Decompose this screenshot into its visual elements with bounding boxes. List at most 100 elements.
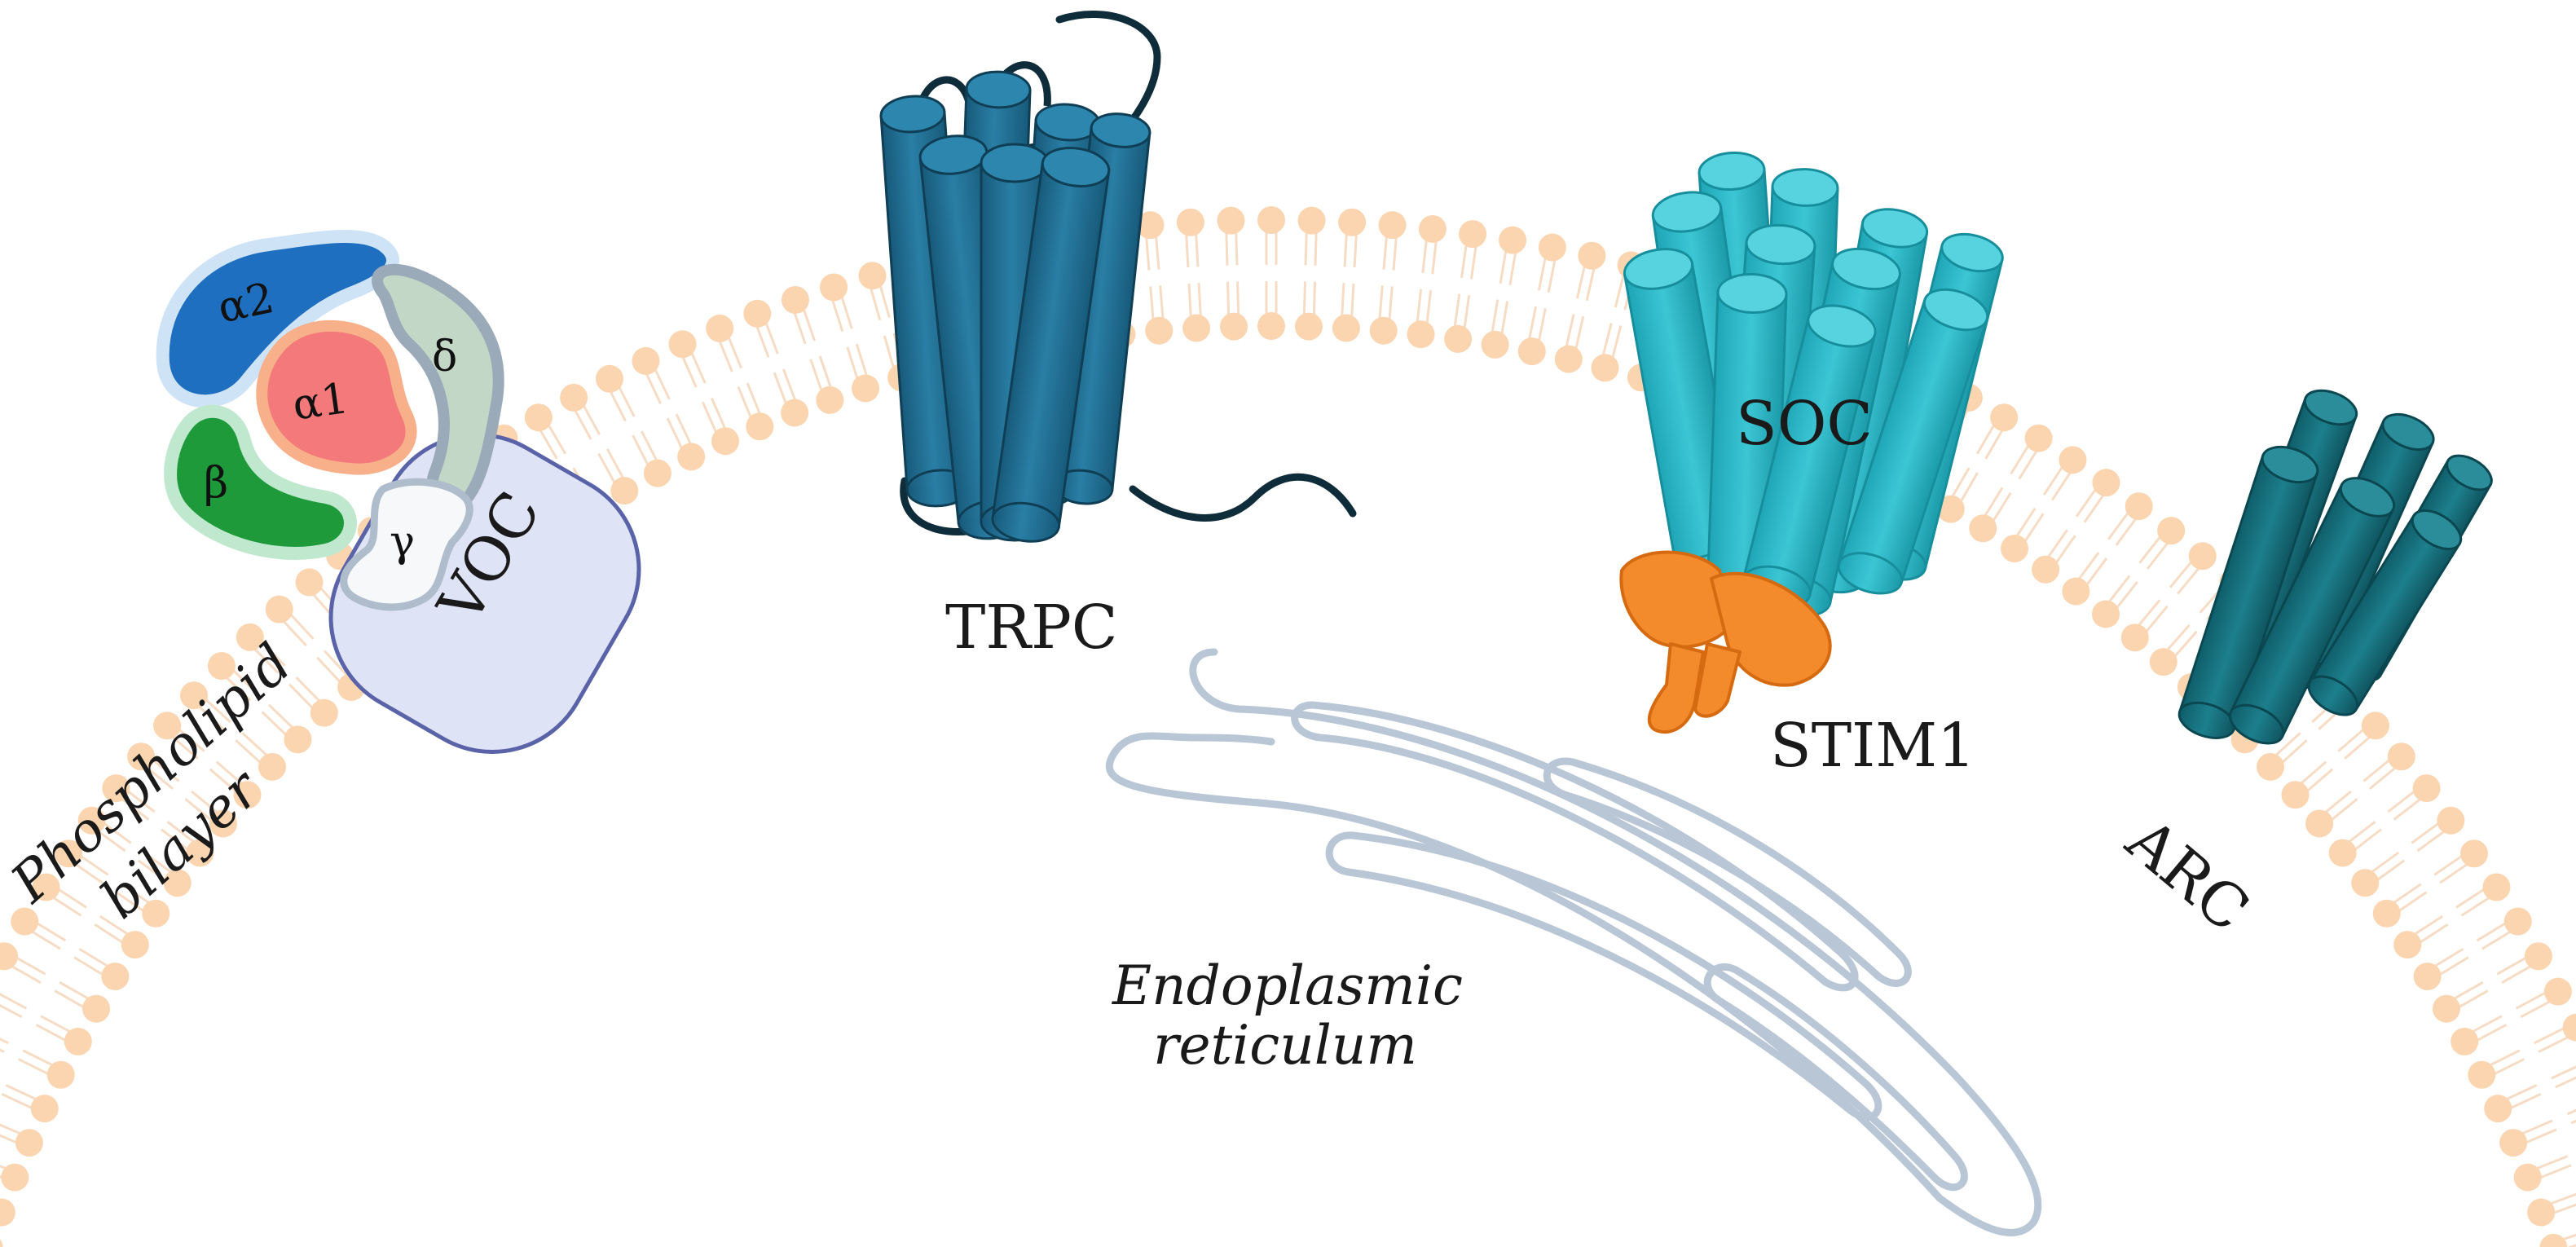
lipid-head bbox=[524, 403, 553, 432]
er-label-line2: reticulum bbox=[1153, 1014, 1417, 1077]
lipid-head bbox=[1517, 337, 1546, 366]
lipid-head bbox=[1499, 226, 1527, 254]
soc-helix bbox=[1837, 288, 1989, 595]
stim1-arm bbox=[1693, 642, 1742, 718]
lipid-head bbox=[2257, 752, 2285, 781]
lipid-head bbox=[163, 869, 192, 897]
lipid-head bbox=[1538, 233, 1566, 262]
soc-helices bbox=[1623, 151, 2004, 618]
lipid-head bbox=[1182, 314, 1211, 342]
lipid-head bbox=[0, 1239, 3, 1247]
alpha2-label: α2 bbox=[214, 274, 278, 333]
lipid-head bbox=[2024, 424, 2053, 452]
lipid-head bbox=[1418, 214, 1447, 243]
lipid-head bbox=[2543, 977, 2572, 1006]
lipid-head bbox=[30, 1095, 59, 1123]
lipid-head bbox=[1, 1163, 29, 1192]
lipid-head bbox=[820, 273, 848, 302]
lipid-head bbox=[2361, 712, 2389, 740]
beta-subunit bbox=[164, 404, 357, 560]
lipid-head bbox=[207, 652, 236, 681]
lipid-tail bbox=[2551, 1065, 2576, 1080]
lipid-head bbox=[1297, 206, 1326, 235]
lipid-head bbox=[2062, 577, 2090, 606]
lipid-head bbox=[2125, 492, 2153, 521]
lipid-tail bbox=[2566, 1108, 2576, 1116]
lipid-head bbox=[2412, 774, 2441, 803]
er-cisterna-1 bbox=[1291, 701, 1859, 992]
lipid-head bbox=[2437, 806, 2465, 835]
lipid-head bbox=[121, 931, 149, 959]
stim1-left-lobe bbox=[1619, 550, 1737, 649]
lipid-head bbox=[1969, 514, 1997, 543]
lipid-head bbox=[82, 994, 111, 1023]
arc-helix bbox=[2228, 477, 2396, 745]
lipid-head bbox=[781, 399, 809, 427]
lipid-head bbox=[668, 330, 697, 359]
lipid-head bbox=[0, 1198, 15, 1227]
lipid-head bbox=[1217, 206, 1245, 235]
er-cisterna-2 bbox=[1543, 757, 1912, 987]
er-cisterna-outer bbox=[1105, 648, 2042, 1236]
soc-channel: SOC STIM1 bbox=[1619, 151, 2004, 781]
lipid-head bbox=[0, 942, 19, 971]
lipid-head bbox=[258, 752, 286, 781]
lipid-head bbox=[1990, 403, 2019, 432]
gamma-label: γ bbox=[390, 518, 415, 566]
lipid-head bbox=[1369, 316, 1398, 345]
lipid-head bbox=[816, 386, 844, 414]
lipid-head bbox=[2120, 624, 2149, 652]
lipid-head bbox=[2091, 600, 2120, 628]
lipid-head bbox=[1220, 312, 1248, 341]
arc-helix bbox=[2307, 509, 2463, 716]
lipid-head bbox=[1176, 208, 1204, 236]
er-cisterna-4 bbox=[1703, 963, 1968, 1192]
er-label-line1: Endoplasmic bbox=[1112, 954, 1463, 1017]
lipid-head bbox=[1136, 211, 1165, 240]
lipid-head bbox=[1338, 208, 1367, 236]
lipid-head bbox=[743, 299, 772, 328]
lipid-head bbox=[2393, 931, 2422, 959]
stim1-right-lobe bbox=[1710, 571, 1832, 687]
lipid-head bbox=[2482, 873, 2511, 901]
lipid-head bbox=[142, 899, 170, 928]
lipid-head bbox=[310, 698, 338, 727]
lipid-head bbox=[233, 781, 262, 809]
lipid-tail bbox=[0, 993, 28, 1010]
lipid-head bbox=[2524, 942, 2552, 971]
lipid-head bbox=[1591, 354, 1619, 382]
lipid-head bbox=[186, 839, 214, 867]
lipid-head bbox=[1332, 314, 1360, 342]
lipid-head bbox=[2484, 1095, 2512, 1123]
alpha1-label: α1 bbox=[289, 374, 351, 430]
lipid-head bbox=[2149, 648, 2177, 676]
lipid-head bbox=[2059, 446, 2087, 474]
trpc-helices bbox=[879, 70, 1151, 543]
lipid-head bbox=[1257, 312, 1285, 340]
lipid-head bbox=[2513, 1163, 2542, 1192]
lipid-head bbox=[1936, 495, 1965, 523]
lipid-head bbox=[643, 459, 672, 487]
lipid-head bbox=[55, 839, 83, 868]
lipid-head bbox=[2305, 809, 2334, 838]
lipid-head bbox=[153, 712, 182, 740]
lipid-head bbox=[2387, 742, 2415, 771]
lipid-head bbox=[2413, 963, 2442, 991]
lipid-head bbox=[781, 285, 809, 314]
trpc-c-tail bbox=[1129, 473, 1357, 522]
arc-helix bbox=[2177, 445, 2319, 739]
lipid-head bbox=[2032, 555, 2060, 584]
lipid-head bbox=[711, 427, 739, 456]
trpc-channel: TRPC bbox=[879, 11, 1357, 663]
soc-label: SOC bbox=[1736, 389, 1873, 459]
stim1-protein bbox=[1619, 550, 1832, 734]
lipid-head bbox=[101, 963, 130, 991]
alpha1-subunit bbox=[256, 319, 417, 475]
endoplasmic-reticulum bbox=[1105, 648, 2042, 1236]
voc-channel-complex: α2 α1 δ β γ VOC bbox=[156, 230, 641, 754]
lipid-head bbox=[179, 681, 208, 710]
lipid-head bbox=[236, 623, 264, 651]
lipid-head bbox=[1407, 320, 1435, 349]
lipid-head bbox=[2157, 517, 2186, 545]
